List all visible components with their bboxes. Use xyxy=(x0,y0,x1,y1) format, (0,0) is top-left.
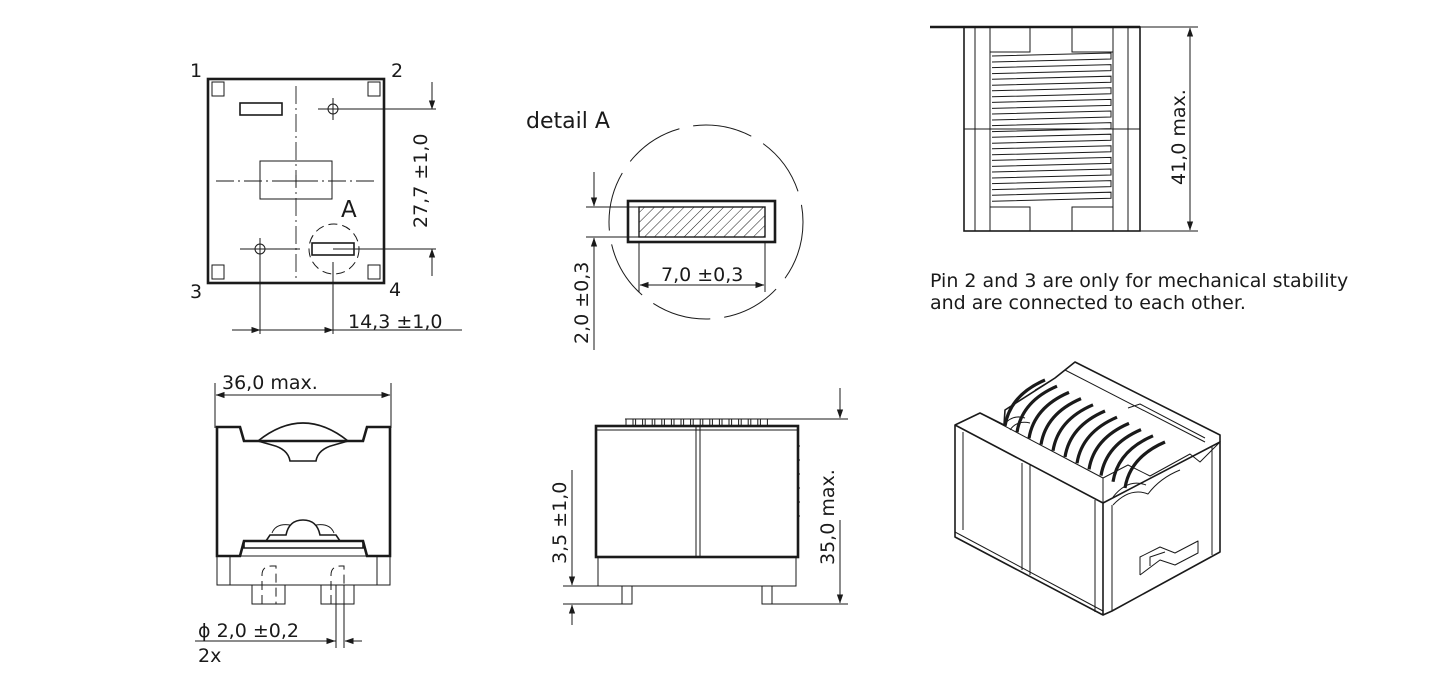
winding-turn xyxy=(991,122,1112,133)
iso-winding-turn xyxy=(1003,378,1046,427)
pin-label-4: 4 xyxy=(389,279,401,301)
iso-winding-turn xyxy=(1099,428,1142,476)
detail-a-view: detail A 7,0 ±0,3 2,0 ±0,3 xyxy=(526,109,804,350)
winding-turn xyxy=(991,180,1112,191)
winding-turn xyxy=(991,191,1112,202)
winding-turn xyxy=(991,52,1112,63)
iso-winding-turn xyxy=(1063,409,1106,458)
side-view: 35,0 max. 3,5 ±1,0 xyxy=(549,388,848,625)
winding-turn xyxy=(991,133,1112,144)
pin-label-1: 1 xyxy=(190,60,202,82)
iso-winding-turn xyxy=(1015,384,1058,433)
iso-winding-turn xyxy=(1123,440,1166,489)
pin-note-line-2: and are connected to each other. xyxy=(930,292,1246,314)
dim-side-height: 35,0 max. xyxy=(817,469,839,565)
winding-turn xyxy=(991,110,1112,121)
iso-winding-turn xyxy=(1051,403,1094,452)
iso-winding-turn xyxy=(1039,397,1082,445)
dim-front-width: 36,0 max. xyxy=(222,372,318,394)
iso-winding-turn xyxy=(1075,415,1118,464)
pin-label-3: 3 xyxy=(190,281,202,303)
winding-turn xyxy=(991,75,1112,86)
iso-winding-turn xyxy=(1111,434,1154,483)
iso-winding-turn xyxy=(1087,421,1130,470)
dim-side-standoff: 3,5 ±1,0 xyxy=(549,482,571,564)
isometric-view xyxy=(954,361,1221,616)
winding-turn xyxy=(991,98,1112,109)
pin-note-line-1: Pin 2 and 3 are only for mechanical stab… xyxy=(930,270,1349,292)
top-view: 1 2 3 4 A 27,7 ±1,0 14,3 ±1,0 xyxy=(190,60,462,334)
dim-pin-diameter: ϕ 2,0 ±0,2 xyxy=(198,620,299,642)
iso-winding-turn xyxy=(1027,390,1070,439)
winding-turn xyxy=(991,145,1112,156)
front-view: 36,0 max. ϕ 2,0 ±0,2 2x xyxy=(195,372,392,667)
winding-turn xyxy=(991,156,1112,167)
winding-turn xyxy=(991,168,1112,179)
dim-pin-count: 2x xyxy=(198,645,221,667)
dim-top-height: 27,7 ±1,0 xyxy=(410,134,432,228)
dim-detail-height: 2,0 ±0,3 xyxy=(571,262,593,344)
pin-label-2: 2 xyxy=(391,60,403,82)
pin-note: Pin 2 and 3 are only for mechanical stab… xyxy=(930,270,1400,314)
dim-top-right-height: 41,0 max. xyxy=(1168,89,1190,185)
detail-a-title: detail A xyxy=(526,109,610,134)
dim-top-width: 14,3 ±1,0 xyxy=(348,311,442,333)
detail-marker-a: A xyxy=(341,197,357,223)
winding-turn xyxy=(991,87,1112,98)
top-right-view: 41,0 max. xyxy=(930,25,1198,232)
dim-detail-width: 7,0 ±0,3 xyxy=(661,264,743,286)
winding-turn xyxy=(991,64,1112,75)
